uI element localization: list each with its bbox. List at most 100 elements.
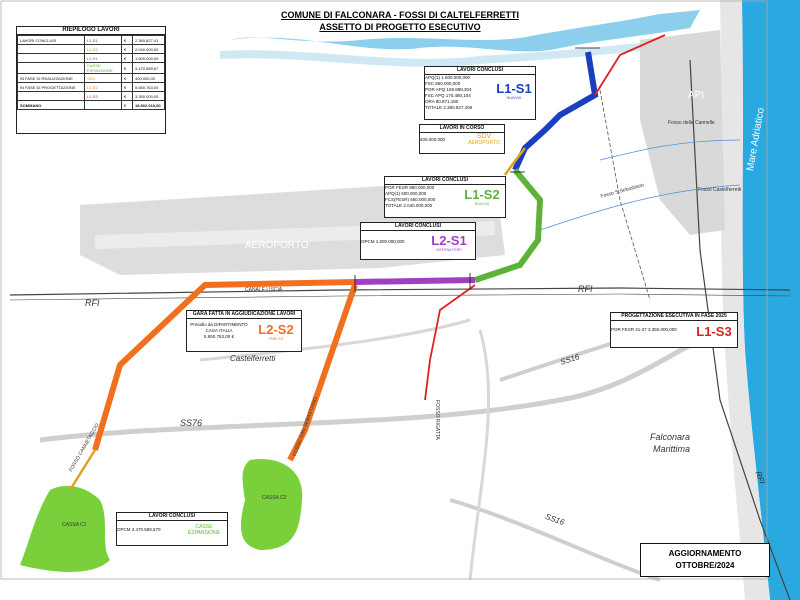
box-l2s1-amount: OPCM 1.500.000,000 <box>361 239 405 244</box>
box-l1s2-line: FCS(FESR) 560.000,000 <box>385 197 436 202</box>
riepilogo-group: SOMMANO <box>17 100 85 110</box>
update-box: AGGIORNAMENTO OTTOBRE/2024 <box>640 543 770 577</box>
box-l2s2-line: Presidio da DIPARTIMENTO CASA ITALIA <box>190 322 248 333</box>
riepilogo-row: SOMMANO€18.802.010,00 <box>17 100 165 110</box>
box-sdv-amount: 400.000,000 <box>420 137 446 142</box>
label-river: FIUME ESINO <box>255 40 314 50</box>
line-l2s2-cannetaccio <box>68 449 97 491</box>
riepilogo-group: IN FASE DI REALIZZAZIONE <box>17 73 85 83</box>
line-l1s3 <box>424 284 476 401</box>
riepilogo-code: CASSE ESPANSIONE <box>84 62 122 74</box>
label-falconara: Falconara <box>650 432 691 442</box>
fosso-cannelle <box>599 139 741 161</box>
label-ss76: SS76 <box>180 418 203 428</box>
box-l1s3-code: L1-S3 <box>696 324 732 339</box>
line-l2s1 <box>354 277 476 285</box>
road-ss76 <box>39 337 702 443</box>
box-l1s1-line: FSC 860.000,000 <box>425 81 461 86</box>
riepilogo-row: L1-S3€3.350.000,00 <box>17 91 165 101</box>
riepilogo-amount: 1.500.000,00 <box>132 53 165 63</box>
river-bank <box>219 36 701 67</box>
line-l2s2-branch <box>287 284 358 462</box>
label-rfi-1: RFI <box>85 298 100 308</box>
riepilogo-code: L1-S2 <box>84 44 122 54</box>
line-l2s2-main <box>92 279 356 451</box>
riepilogo-group <box>17 44 85 54</box>
riepilogo-amount: 18.802.010,00 <box>132 100 165 110</box>
riepilogo-group: IN FASE DI PROGETTAZIONE <box>17 82 85 92</box>
box-casse-header: LAVORI CONCLUSI <box>117 513 227 521</box>
box-l1s1-header: LAVORI CONCLUSI <box>425 67 535 75</box>
sea <box>740 0 800 600</box>
box-sdv-header: LAVORI IN CORSO <box>420 125 504 133</box>
riepilogo-group: LAVORI CONCLUSI <box>17 35 85 45</box>
api-area <box>640 30 725 235</box>
riepilogo-code: SDV <box>84 73 122 83</box>
riepilogo-currency: € <box>121 73 133 83</box>
river-esino <box>230 10 700 52</box>
riepilogo-code: L2-S1 <box>84 53 122 63</box>
railway-rfi <box>9 287 791 296</box>
road-local <box>199 318 471 362</box>
cassa-c1 <box>20 485 110 572</box>
update-line1: AGGIORNAMENTO <box>668 549 742 558</box>
riepilogo-currency: € <box>121 44 133 54</box>
riepilogo-row: L1-S2€2.040.000,00 <box>17 44 165 54</box>
label-fosso-castelferretti: Fosso Castelferretti <box>698 187 742 193</box>
box-l2s2-line: 5.650.763,00 € <box>203 334 235 339</box>
box-l2s2-header: GARA FATTA IN AGGIUDICAZIONE LAVORI <box>187 311 301 319</box>
box-l2s2-code: L2-S2 <box>258 322 294 337</box>
riepilogo-code <box>84 100 122 110</box>
riepilogo-amount: 3.350.000,00 <box>132 91 165 101</box>
label-cassa-c1: CASSA C1 <box>62 522 87 528</box>
section-markers <box>354 47 600 292</box>
riepilogo-code: L1-S1 <box>84 35 122 45</box>
railway-rfi-2 <box>9 293 791 301</box>
riepilogo-group <box>17 53 85 63</box>
riepilogo-amount: 2.360.827,41 <box>132 35 165 45</box>
update-line2: OTTOBRE/2024 <box>675 561 735 570</box>
riepilogo-title: RIEPILOGO LAVORI <box>17 27 165 35</box>
box-casse-code: CASSE <box>195 524 213 530</box>
box-sdv-sub: AEROPORTO <box>468 140 500 146</box>
box-sdv: LAVORI IN CORSO 400.000,000 SDV AEROPORT… <box>419 124 505 154</box>
box-l2s1-header: LAVORI CONCLUSI <box>361 223 475 231</box>
riepilogo-currency: € <box>121 91 133 101</box>
cassa-c2 <box>240 459 303 550</box>
riepilogo-group <box>17 91 85 101</box>
label-cassa-c2: CASSA C2 <box>262 495 287 501</box>
box-l1s1-line: APQ(1) 1.500.000,000 <box>425 75 471 80</box>
label-rfi-2: RFI <box>578 284 593 294</box>
box-l1s1-sub: IN AVVIO <box>506 96 522 100</box>
box-l1s2-header: LAVORI CONCLUSI <box>385 177 505 185</box>
box-l1s2-line: POR FESR 880.000,000 <box>385 185 435 190</box>
box-l1s1-line: FSC APQ 170.480,104 <box>425 93 471 98</box>
riepilogo-amount: 400.000,00 <box>132 73 165 83</box>
railway-coast <box>689 59 791 600</box>
road-ss16 <box>449 498 661 582</box>
riepilogo-currency: € <box>121 62 133 74</box>
box-l1s1-line: ORA 80.871,190 <box>425 99 459 104</box>
box-l2s1-code: L2-S1 <box>431 233 467 248</box>
box-l1s1: LAVORI CONCLUSI APQ(1) 1.500.000,000 FSC… <box>424 66 536 120</box>
box-l1s1-line: POR APQ 169.888,304 <box>425 87 472 92</box>
label-marittima: Marittima <box>653 444 691 454</box>
riepilogo-currency: € <box>121 35 133 45</box>
box-l1s1-line: TOTALE 2.360.827,408 <box>425 105 473 110</box>
riepilogo-amount: 5.650.763,00 <box>132 82 165 92</box>
road-local-2 <box>468 329 491 581</box>
riepilogo-amount: 3.470.589,67 <box>132 62 165 74</box>
riepilogo-amount: 2.040.000,00 <box>132 44 165 54</box>
riepilogo-currency: € <box>121 53 133 63</box>
map-subtitle: ASSETTO DI PROGETTO ESECUTIVO <box>319 22 481 32</box>
box-casse-sub: ESPANSIONE <box>187 530 221 536</box>
label-castelferretti: Castelferretti <box>230 354 276 363</box>
line-l1s3-north <box>594 34 666 96</box>
riepilogo-row: L2-S1€1.500.000,00 <box>17 53 165 63</box>
label-fosso-rigatta: FOSSO RIGATTA <box>434 400 440 440</box>
box-l1s2-line: TOTALE 2.040.000,000 <box>385 203 433 208</box>
